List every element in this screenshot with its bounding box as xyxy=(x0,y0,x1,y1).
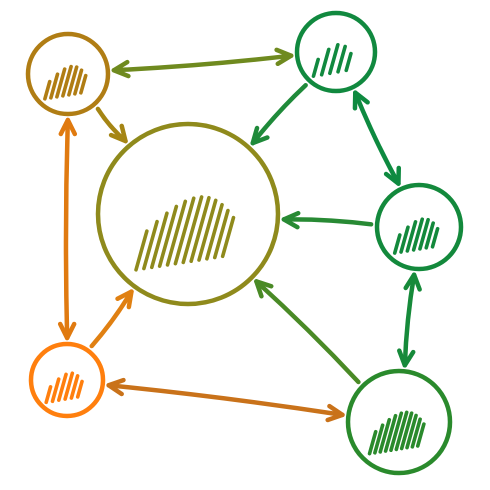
node-bottom-right xyxy=(345,368,453,476)
hatch-stroke xyxy=(336,44,347,74)
hatch-stroke xyxy=(75,379,84,399)
arrowhead-icon xyxy=(57,321,77,341)
node-top-right xyxy=(294,10,378,94)
edge-top-right-to-hub xyxy=(250,82,308,146)
arrowhead-icon xyxy=(254,279,274,299)
hatch-stroke xyxy=(57,372,68,402)
edge-bottom-right-to-bottom-left xyxy=(106,377,345,423)
hatch-stroke xyxy=(383,413,398,453)
hatch-stroke xyxy=(157,204,179,268)
hatch-stroke xyxy=(367,429,378,456)
hatch-stroke xyxy=(411,217,425,252)
hatch-stroke xyxy=(134,229,149,272)
node-circle xyxy=(28,341,106,419)
node-bottom-left xyxy=(28,341,106,419)
hatch-stroke xyxy=(61,64,73,98)
arrowhead-icon xyxy=(403,272,422,292)
arrowhead-icon xyxy=(397,348,416,368)
hatch-stroke xyxy=(378,417,392,454)
hatch-stroke xyxy=(165,199,188,267)
hatch-stroke xyxy=(197,198,218,262)
edge-top-left-to-bottom-left xyxy=(57,117,78,341)
edge-line xyxy=(353,90,401,186)
node-mid-right xyxy=(374,182,464,272)
edge-bottom-left-to-hub xyxy=(89,289,134,349)
hatch-stroke xyxy=(220,215,236,259)
arrowhead-icon xyxy=(383,165,402,186)
arrowhead-icon xyxy=(352,90,370,111)
hatch-stroke xyxy=(63,371,75,401)
hatch-stroke xyxy=(328,42,340,76)
edge-line xyxy=(281,217,374,227)
hatch-stroke xyxy=(55,67,67,99)
arrowhead-icon xyxy=(250,125,270,146)
hatch-stroke xyxy=(49,72,60,100)
hatch-stroke xyxy=(311,57,320,78)
arrowhead-icon xyxy=(115,289,134,310)
hatch-marks xyxy=(392,217,440,255)
hatch-stroke xyxy=(149,211,169,270)
edge-top-left-to-top-right xyxy=(111,47,294,79)
edge-line xyxy=(106,383,345,418)
node-hub xyxy=(95,121,281,307)
hatch-marks xyxy=(44,371,84,405)
hatch-stroke xyxy=(410,417,422,449)
arrowhead-icon xyxy=(111,59,131,79)
arrowhead-icon xyxy=(274,47,294,67)
hatch-marks xyxy=(367,410,426,456)
hatch-stroke xyxy=(73,68,84,96)
hatch-stroke xyxy=(205,202,224,261)
edge-top-right-to-mid-right xyxy=(352,90,402,186)
hatch-stroke xyxy=(212,208,230,260)
arrowhead-icon xyxy=(281,210,301,230)
hatch-stroke xyxy=(430,226,440,249)
hatch-stroke xyxy=(399,411,414,451)
hatch-stroke xyxy=(142,219,159,271)
hatch-stroke xyxy=(173,196,196,266)
hatch-stroke xyxy=(189,195,211,264)
arrowhead-icon xyxy=(325,403,345,423)
hatch-stroke xyxy=(344,51,353,73)
edge-bottom-right-to-hub xyxy=(254,279,361,385)
hatch-stroke xyxy=(44,385,53,405)
hatch-stroke xyxy=(418,217,430,251)
edge-top-left-to-hub xyxy=(95,106,128,144)
hatch-stroke xyxy=(405,220,418,253)
hatch-stroke xyxy=(50,377,61,404)
hatch-stroke xyxy=(424,221,435,250)
hatch-marks xyxy=(311,42,353,78)
hatch-stroke xyxy=(405,413,418,450)
edge-mid-right-to-bottom-right xyxy=(397,272,422,368)
edge-line xyxy=(63,117,71,341)
hatch-stroke xyxy=(392,233,402,255)
edge-line xyxy=(254,279,361,385)
hatch-stroke xyxy=(373,423,385,455)
edges-layer xyxy=(57,47,422,423)
hatch-stroke xyxy=(43,79,52,101)
hatch-marks xyxy=(43,64,88,101)
edge-line xyxy=(89,289,134,349)
edge-mid-right-to-hub xyxy=(281,210,374,230)
hatch-stroke xyxy=(394,410,409,452)
edge-line xyxy=(402,272,417,368)
hatch-marks xyxy=(134,195,236,272)
hatch-stroke xyxy=(319,47,331,77)
hatch-stroke xyxy=(79,73,88,95)
edge-line xyxy=(250,82,308,146)
hatch-stroke xyxy=(415,422,426,448)
hatch-stroke xyxy=(399,225,410,254)
hatch-stroke xyxy=(389,411,404,453)
arrowhead-icon xyxy=(58,117,78,137)
node-top-left xyxy=(25,31,111,117)
arrowhead-icon xyxy=(106,377,126,397)
nodes-layer xyxy=(25,10,464,476)
edge-line xyxy=(111,53,294,73)
hatch-stroke xyxy=(181,195,204,265)
hatch-stroke xyxy=(67,65,79,97)
hatch-stroke xyxy=(69,374,80,400)
arrowhead-icon xyxy=(108,123,128,144)
